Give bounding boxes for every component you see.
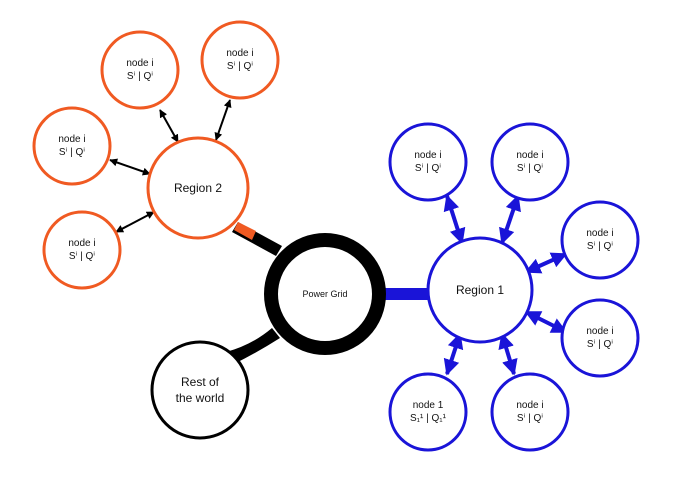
link-r2-n4 [115, 211, 155, 233]
node-title: node i [226, 48, 253, 59]
rest-of-world-node: Rest of the world [150, 340, 250, 440]
region1-node-5: node i Sⁱ | Qⁱ [490, 372, 570, 452]
region2-node-4: node i Sⁱ | Qⁱ [42, 210, 122, 290]
region2-hub: Region 2 [146, 136, 250, 240]
node-formula: Sⁱ | Qⁱ [587, 241, 613, 252]
core-node: Power Grid [264, 233, 386, 355]
node-formula: Sⁱ | Qⁱ [587, 339, 613, 350]
node-formula: Sⁱ | Qⁱ [69, 251, 95, 262]
rest-of-world-line2: the world [176, 391, 225, 405]
region2-label: Region 2 [174, 181, 222, 195]
region1-node-6: node 1 S₁¹ | Q₁¹ [388, 372, 468, 452]
region2-node-2: node i Sⁱ | Qⁱ [200, 20, 280, 100]
link-r1-n2 [499, 194, 521, 245]
node-title: node i [68, 238, 95, 249]
node-title: node 1 [413, 400, 444, 411]
node-title: node i [586, 228, 613, 239]
region1-node-3: node i Sⁱ | Qⁱ [560, 200, 640, 280]
node-formula: Sⁱ | Qⁱ [227, 61, 253, 72]
node-formula: S₁¹ | Q₁¹ [410, 413, 447, 424]
link-r2-n2 [214, 99, 232, 141]
region1-label: Region 1 [456, 283, 504, 297]
link-r1-n5 [498, 332, 518, 376]
node-formula: Sⁱ | Qⁱ [517, 413, 543, 424]
node-formula: Sⁱ | Qⁱ [415, 163, 441, 174]
link-r2-n1 [159, 109, 179, 143]
rest-of-world-line1: Rest of [181, 375, 220, 389]
region2-links [109, 99, 232, 233]
link-r1-n3 [524, 252, 568, 274]
node-title: node i [414, 150, 441, 161]
region1-node-2: node i Sⁱ | Qⁱ [490, 122, 570, 202]
link-r2-n3 [109, 158, 151, 176]
connector-core-region2-accent [234, 222, 256, 240]
region2-node-3: node i Sⁱ | Qⁱ [32, 106, 112, 186]
region2-node-1: node i Sⁱ | Qⁱ [100, 30, 180, 110]
core-connectors [226, 222, 430, 364]
node-title: node i [58, 134, 85, 145]
region1-links [443, 194, 568, 376]
link-r1-n4 [524, 310, 568, 334]
node-formula: Sⁱ | Qⁱ [59, 147, 85, 158]
link-r1-n1 [443, 194, 466, 245]
region1-node-1: node i Sⁱ | Qⁱ [388, 122, 468, 202]
node-title: node i [586, 326, 613, 337]
node-formula: Sⁱ | Qⁱ [127, 71, 153, 82]
node-title: node i [516, 400, 543, 411]
connector-core-rest-of-world [226, 328, 280, 364]
connector-core-region1 [378, 288, 430, 300]
core-label: Power Grid [302, 289, 347, 299]
link-r1-n6 [443, 332, 464, 376]
node-title: node i [126, 58, 153, 69]
node-formula: Sⁱ | Qⁱ [517, 163, 543, 174]
region1-hub: Region 1 [426, 236, 534, 344]
node-title: node i [516, 150, 543, 161]
region1-node-4: node i Sⁱ | Qⁱ [560, 298, 640, 378]
